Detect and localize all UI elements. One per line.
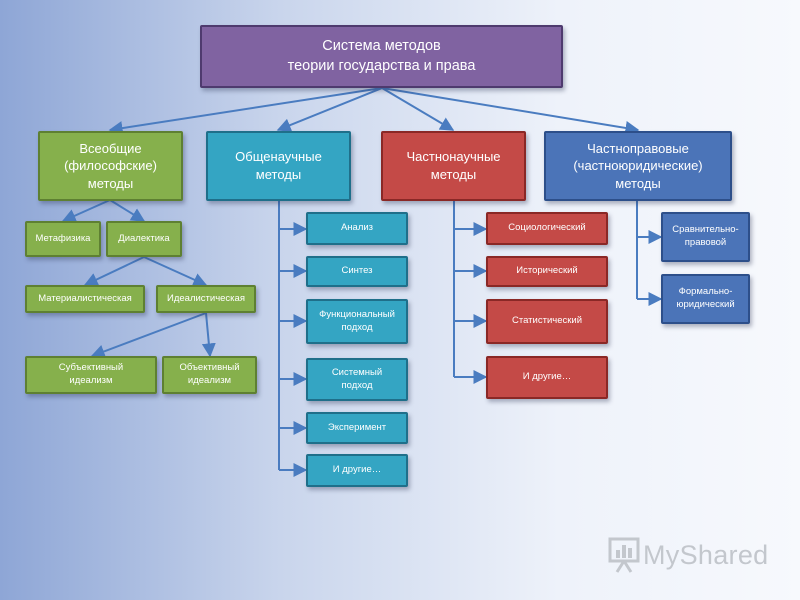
node-systems-approach: Системный подход: [306, 358, 408, 401]
category-particular-scientific: Частнонаучные методы: [381, 131, 526, 201]
watermark-logo: MyShared: [607, 536, 768, 574]
node-synthesis: Синтез: [306, 256, 408, 287]
link-universal-dialectics: [109, 199, 146, 222]
node-functional-approach: Функциональный подход: [306, 299, 408, 344]
link-title-universal: [108, 87, 383, 135]
node-experiment: Эксперимент: [306, 412, 408, 444]
link-title-particular: [381, 87, 455, 131]
node-analysis: Анализ: [306, 212, 408, 245]
link-title-general: [276, 87, 383, 132]
link-dialectics-idealist: [143, 256, 208, 287]
category-general-scientific: Общенаучные методы: [206, 131, 351, 201]
node-objective-idealism: Объективный идеализм: [162, 356, 257, 394]
link-idealist-objective: [201, 312, 216, 358]
category-universal: Всеобщие (философские) методы: [38, 131, 183, 201]
presentation-board-icon: [608, 537, 640, 573]
node-idealist: Идеалистическая: [156, 285, 256, 313]
link-idealist-subjective: [90, 312, 207, 359]
node-statistical: Статистический: [486, 299, 608, 344]
node-general-others: И другие…: [306, 454, 408, 487]
node-historical: Исторический: [486, 256, 608, 287]
node-formal-legal: Формально- юридический: [661, 274, 750, 324]
title-box: Система методов теории государства и пра…: [200, 25, 563, 88]
node-sociological: Социологический: [486, 212, 608, 245]
category-private-law: Частноправовые (частноюридические) метод…: [544, 131, 732, 201]
node-metaphysics: Метафизика: [25, 221, 101, 257]
link-title-private-law: [381, 87, 640, 135]
node-comparative-legal: Сравнительно- правовой: [661, 212, 750, 262]
node-dialectics: Диалектика: [106, 221, 182, 257]
node-subjective-idealism: Субъективный идеализм: [25, 356, 157, 394]
link-dialectics-materialist: [83, 256, 145, 286]
watermark-text: MyShared: [643, 539, 769, 570]
node-materialist: Материалистическая: [25, 285, 145, 313]
node-particular-others: И другие…: [486, 356, 608, 399]
link-universal-metaphysics: [61, 199, 111, 223]
